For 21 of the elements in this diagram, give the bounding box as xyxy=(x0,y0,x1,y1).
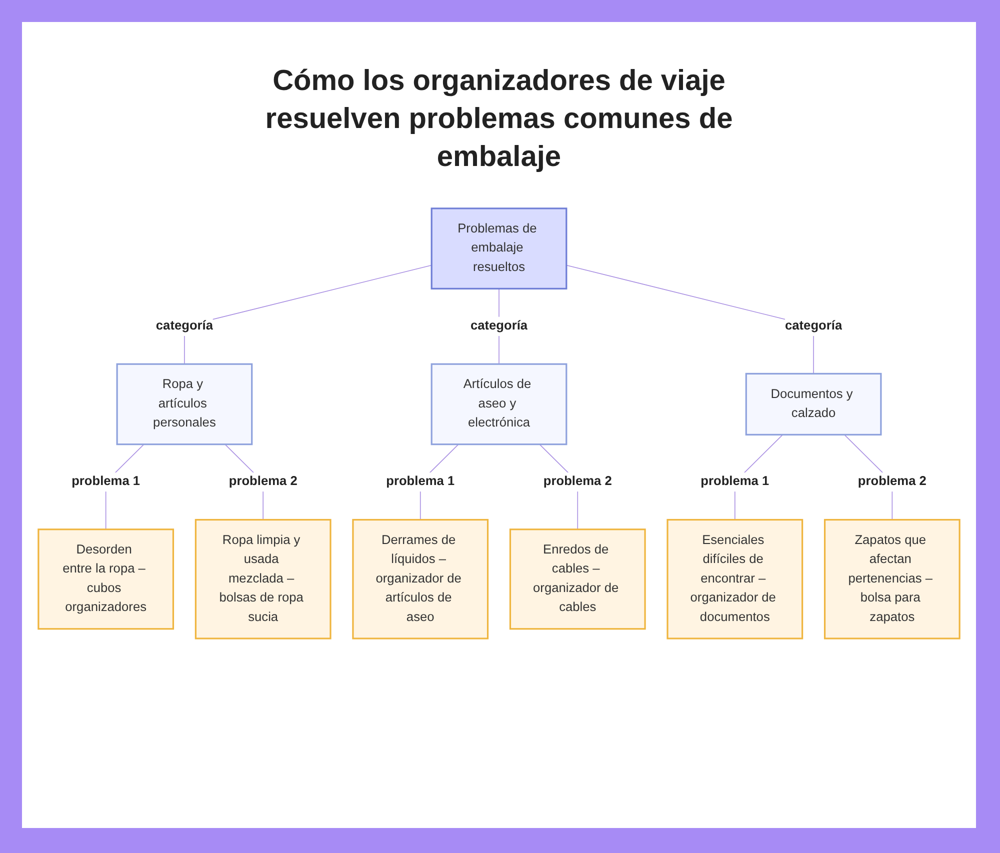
diagram-title: Cómo los organizadores de viaje resuelven problemas comunes de embalaje xyxy=(264,64,734,175)
edge-label: problema 2 xyxy=(228,474,298,488)
flowchart: categoría categoría categoría problema 1 problema 2 problema 1 problema 2 problema 1 problema 2 Problemas de embalaje resueltos Ropa y artículos personales Artículos de aseo y electrónica Documentos y calzado Desorden entre la ropa – cubos organizadores Ropa limpia y usada mezclada – bolsas de ropa sucia Derrames de líquidos – organizador de artículos de aseo Enredos de cables – organizador de cables Esenciales difíciles de encontrar – organizador de documentos Zapatos que afectan pertenencias – bolsa para zapatos xyxy=(32,202,966,645)
node-box xyxy=(430,363,568,446)
node-box xyxy=(509,528,646,630)
node-box xyxy=(430,208,568,290)
node-box xyxy=(745,372,882,436)
edge-label: problema 2 xyxy=(543,474,612,488)
edge-label: categoría xyxy=(470,319,528,333)
node-box xyxy=(352,518,489,640)
edge-label: problema 1 xyxy=(386,474,455,488)
edge-label: categoría xyxy=(784,319,842,333)
edge-label: problema 1 xyxy=(72,474,140,488)
node-box xyxy=(824,518,960,640)
node-box xyxy=(116,363,253,446)
edge-label: problema 2 xyxy=(858,474,926,488)
edge-label: problema 1 xyxy=(700,474,770,488)
node-box xyxy=(194,518,332,640)
node-box xyxy=(38,528,174,630)
edge-label: categoría xyxy=(156,319,214,333)
node-box xyxy=(666,518,804,640)
